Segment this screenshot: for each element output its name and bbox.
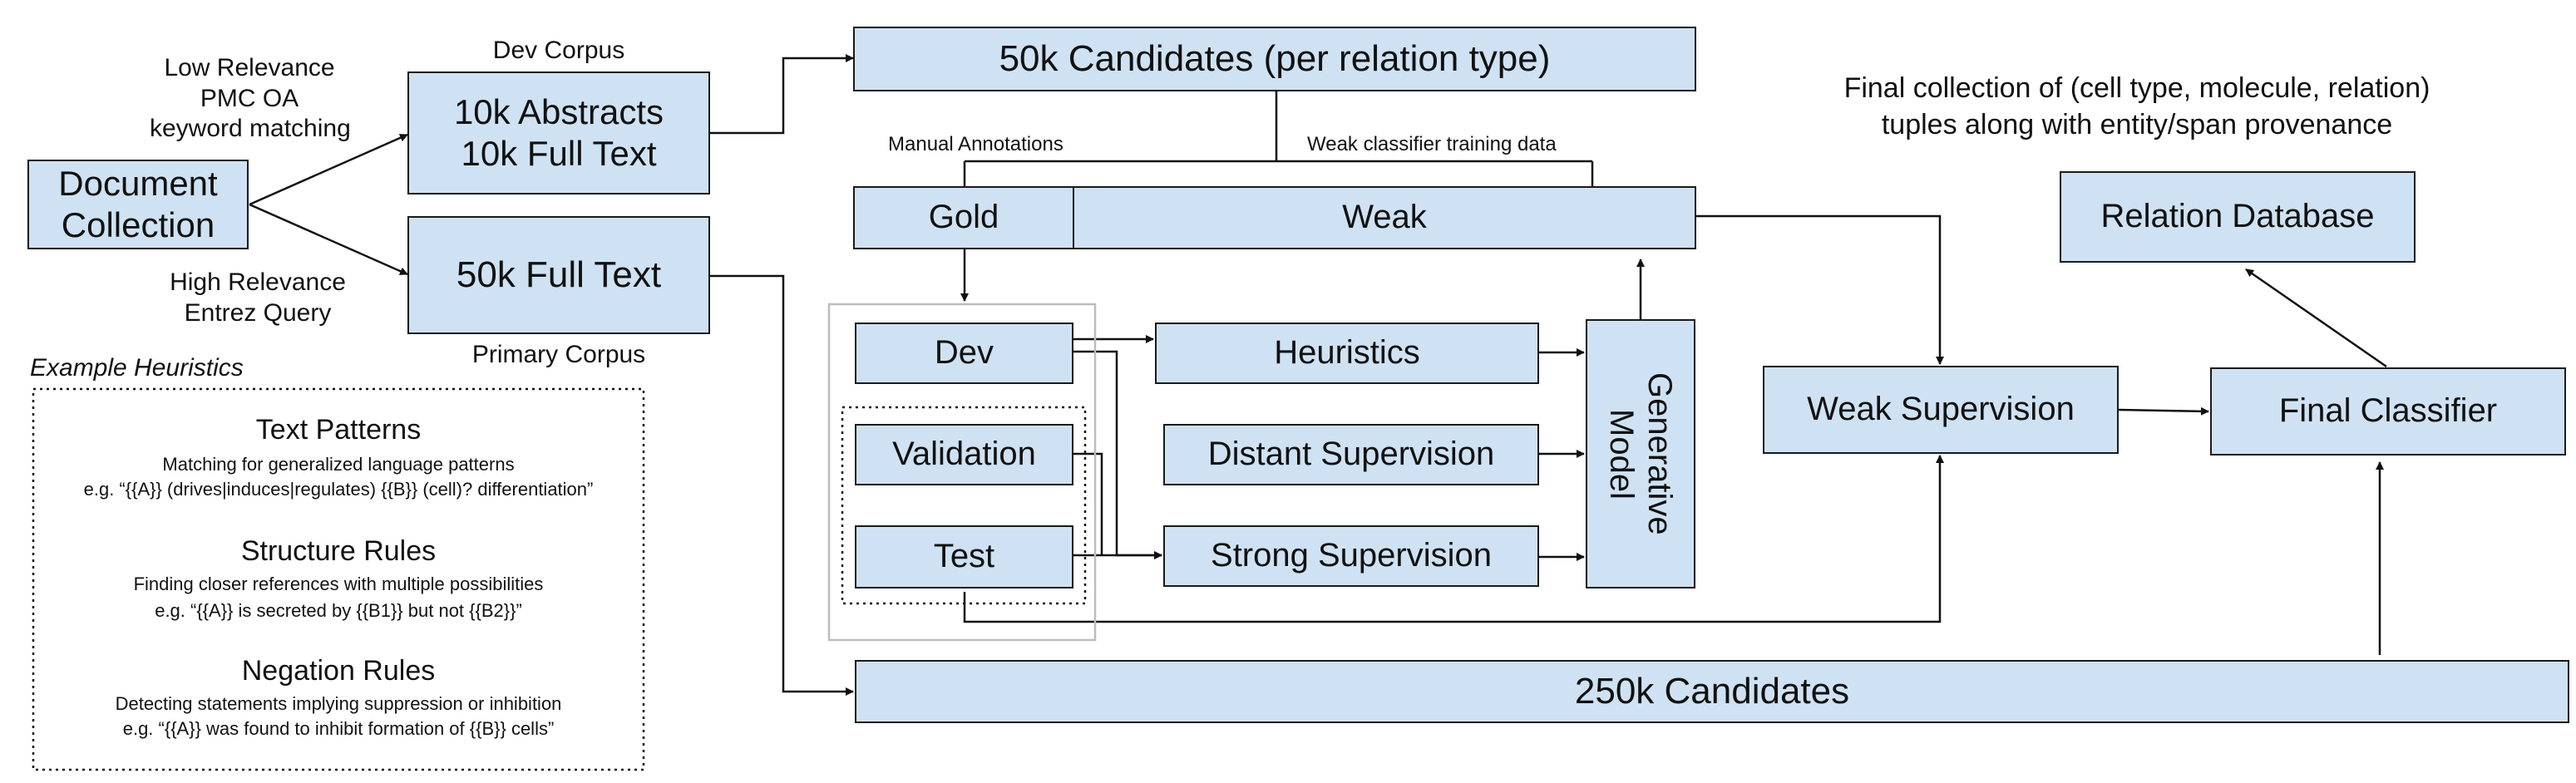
dev-corpus-box: 10k Abstracts 10k Full Text — [407, 71, 710, 195]
test-split-box: Test — [855, 525, 1073, 588]
heuristic-title: Negation Rules — [241, 655, 436, 687]
edge-dev-corpus-to-candidates — [710, 54, 854, 135]
primary-corpus-label: Primary Corpus — [471, 341, 646, 368]
generative-model-label: Generative Model — [1603, 372, 1678, 535]
weak-box: Weak — [1073, 186, 1696, 249]
final-collection-label: Final collection of (cell type, molecule… — [1843, 72, 2430, 141]
example-heuristics-panel — [32, 387, 645, 771]
edge-doc-to-dev-corpus — [249, 133, 408, 206]
heuristic-example: e.g. “{{A}} (drives|induces|regulates) {… — [83, 479, 594, 500]
edge-validation-to-strong — [1073, 452, 1103, 555]
high-relevance-label: High Relevance Entrez Query — [170, 268, 346, 327]
gold-box: Gold — [853, 186, 1074, 249]
distant-supervision-box: Distant Supervision — [1163, 424, 1539, 485]
heuristic-description: Finding closer references with multiple … — [133, 574, 544, 594]
validation-split-box: Validation — [855, 424, 1073, 485]
dev-split-box: Dev — [855, 323, 1073, 384]
heuristic-title: Structure Rules — [240, 535, 437, 567]
example-heuristics-title: Example Heuristics — [30, 354, 244, 382]
split-frame — [827, 303, 1097, 642]
manual-annotations-label: Manual Annotations — [888, 133, 1063, 155]
weak-supervision-box: Weak Supervision — [1763, 366, 2119, 454]
heuristic-description: Matching for generalized language patter… — [162, 454, 515, 475]
generative-model-box: Generative Model — [1586, 319, 1695, 588]
primary-corpus-box: 50k Full Text — [407, 216, 710, 334]
edge-weak-sup-to-final — [2118, 406, 2209, 416]
strong-supervision-box: Strong Supervision — [1163, 525, 1539, 587]
edge-candidates-split — [963, 91, 1594, 186]
heuristic-example: e.g. “{{A}} is secreted by {{B1}} but no… — [155, 600, 522, 621]
low-relevance-label: Low Relevance PMC OA keyword matching — [150, 54, 351, 143]
heuristic-description: Detecting statements implying suppressio… — [115, 693, 562, 714]
document-collection-box: Document Collection — [27, 160, 249, 249]
dev-corpus-label: Dev Corpus — [492, 37, 625, 64]
validation-test-frame — [841, 406, 1087, 605]
candidates-50k-box: 50k Candidates (per relation type) — [853, 27, 1696, 91]
edge-test-to-weak-sup — [963, 455, 1944, 623]
heuristics-box: Heuristics — [1155, 323, 1539, 384]
weak-training-label: Weak classifier training data — [1307, 133, 1557, 155]
edge-doc-to-primary-corpus — [249, 203, 408, 276]
edge-primary-to-250k — [710, 274, 854, 696]
heuristic-title: Text Patterns — [255, 414, 422, 446]
heuristic-example: e.g. “{{A}} was found to inhibit formati… — [122, 718, 555, 739]
candidates-250k-box: 250k Candidates — [855, 660, 2569, 723]
edge-final-to-relation-db — [2245, 268, 2387, 368]
final-classifier-box: Final Classifier — [2210, 367, 2566, 456]
relation-database-box: Relation Database — [2060, 171, 2416, 263]
edge-weak-to-weak-sup — [1696, 214, 1944, 365]
